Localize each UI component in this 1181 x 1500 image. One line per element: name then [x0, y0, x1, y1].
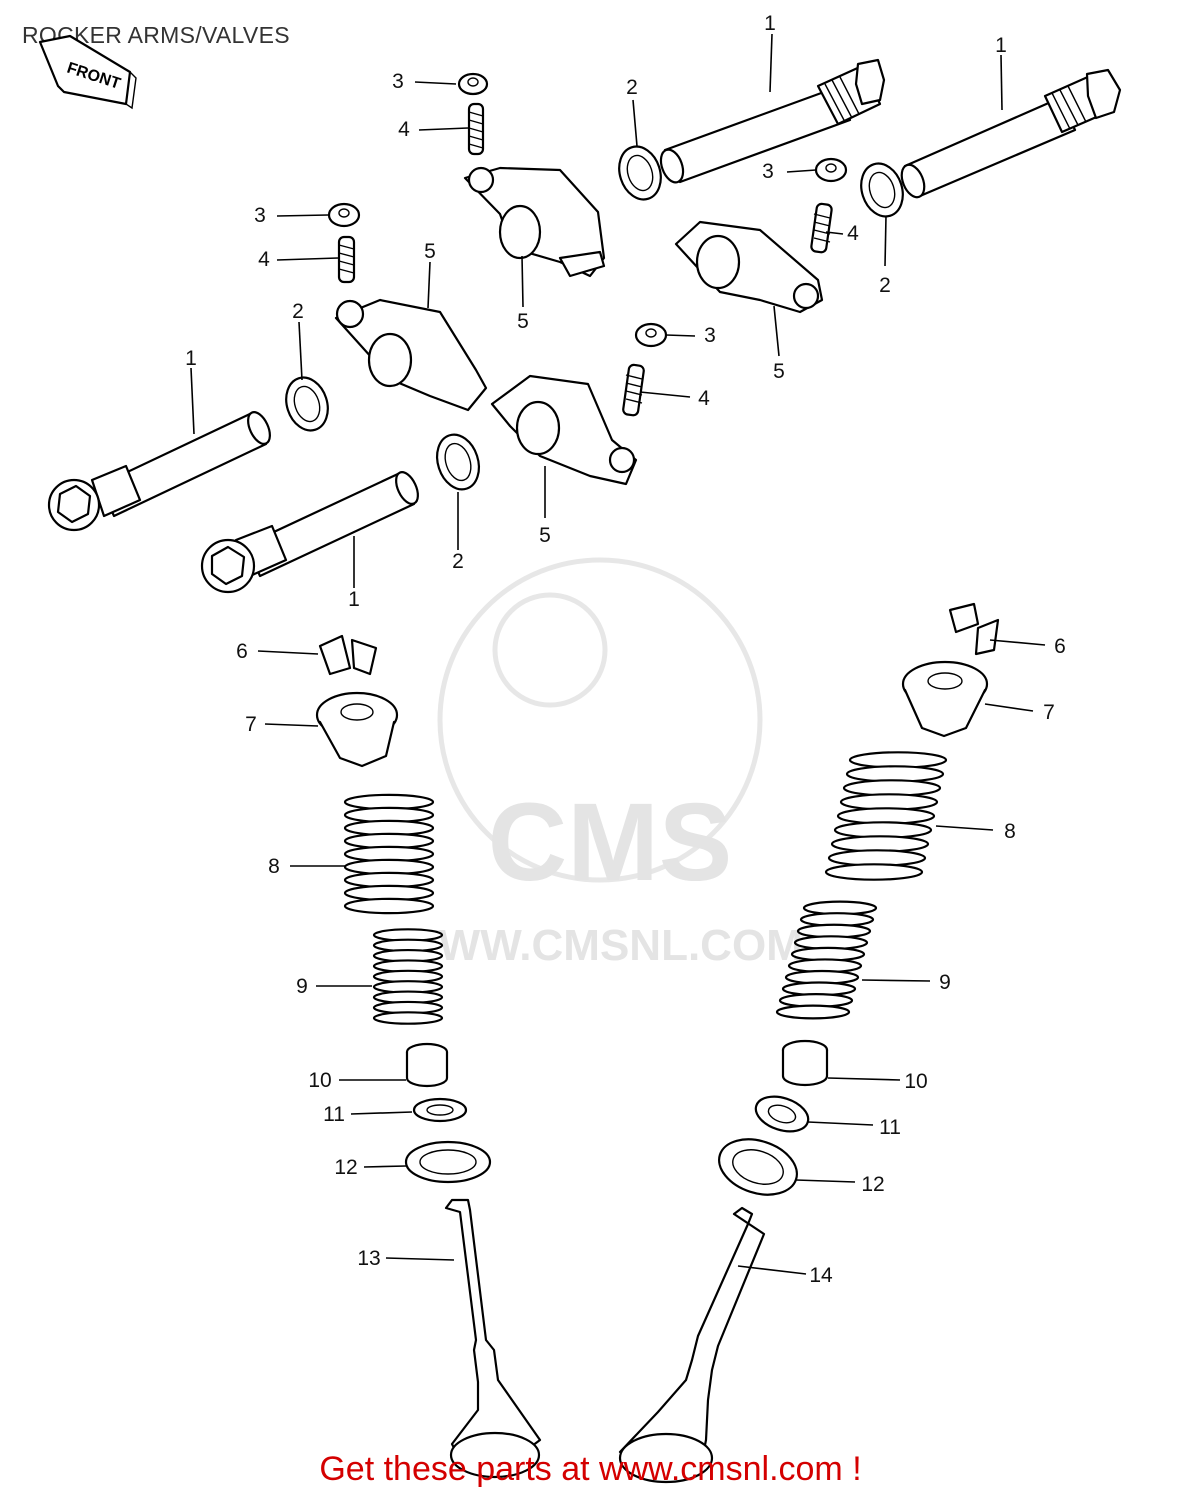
rocker-arm-5-right: [674, 220, 824, 314]
stem-seal-10-right: [781, 1039, 829, 1087]
callout-2: 2: [879, 274, 891, 297]
callout-9: 9: [296, 975, 308, 998]
adjust-screw-4-a: [467, 102, 485, 156]
callout-2: 2: [292, 300, 304, 323]
callout-10: 10: [904, 1070, 927, 1093]
washer-2-left: [285, 376, 329, 432]
callout-1: 1: [995, 34, 1007, 57]
adjust-screw-4-b: [337, 235, 356, 284]
watermark-url: WWW.CMSNL.COM: [397, 921, 803, 970]
footer-link[interactable]: Get these parts at www.cmsnl.com !: [319, 1450, 862, 1488]
callouts: 1 1 1 1 2 2 2 2 3 3 3 3 4 4 4 4 5 5 5 5 …: [185, 12, 1066, 1287]
washer-2-top: [618, 145, 662, 201]
stem-seal-10-left: [405, 1042, 449, 1088]
callout-5: 5: [424, 240, 436, 263]
nut-3-a: [457, 72, 489, 96]
callout-11: 11: [323, 1103, 345, 1126]
front-arrow-icon: FRONT: [38, 34, 137, 110]
adjust-screw-4-d: [622, 363, 645, 417]
callout-5: 5: [539, 524, 551, 547]
rocker-arm-5-middle: [490, 374, 638, 486]
callout-3: 3: [254, 204, 266, 227]
callout-4: 4: [398, 118, 410, 141]
spring-seat-12-right: [718, 1138, 798, 1196]
rocker-shaft-left-upper: [47, 411, 271, 532]
watermark-brand: CMS: [488, 781, 732, 904]
rocker-arm-5-top: [463, 166, 606, 278]
spring-seat-11-left: [412, 1097, 468, 1123]
spring-seat-12-left: [404, 1140, 492, 1184]
callout-6: 6: [1054, 635, 1066, 658]
callout-3: 3: [762, 160, 774, 183]
rocker-shaft-left-lower: [200, 471, 419, 594]
callout-14: 14: [809, 1264, 833, 1287]
callout-3: 3: [704, 324, 716, 347]
nut-3-d: [634, 322, 668, 348]
inner-spring-9-left: [372, 928, 444, 1025]
leader-lines: [190, 33, 1046, 1275]
callout-2: 2: [452, 550, 464, 573]
spring-retainer-7-left: [315, 691, 399, 768]
callout-11: 11: [879, 1116, 901, 1139]
washer-2-middle: [436, 433, 480, 491]
callout-5: 5: [517, 310, 529, 333]
inner-spring-9-right: [775, 900, 878, 1020]
callout-12: 12: [861, 1173, 884, 1196]
rocker-shaft-top-center: [659, 58, 886, 184]
callout-12: 12: [334, 1156, 357, 1179]
adjust-screw-4-c: [810, 202, 833, 254]
callout-5: 5: [773, 360, 785, 383]
intake-valve-14: [618, 1206, 766, 1484]
callout-7: 7: [245, 713, 257, 736]
callout-9: 9: [939, 971, 951, 994]
callout-6: 6: [236, 640, 248, 663]
callout-1: 1: [764, 12, 776, 35]
watermark: CMS WWW.CMSNL.COM: [397, 557, 803, 970]
callout-4: 4: [847, 222, 859, 245]
callout-8: 8: [1004, 820, 1016, 843]
spring-seat-11-right: [754, 1095, 810, 1133]
rocker-arm-5-left: [334, 298, 488, 412]
exhaust-valve-13: [444, 1198, 542, 1479]
nut-3-b: [327, 202, 361, 228]
washer-2-right: [860, 162, 904, 218]
callout-4: 4: [258, 248, 270, 271]
outer-spring-8-left: [343, 793, 435, 915]
collet-6-left: [318, 634, 378, 676]
collet-6-right: [948, 602, 1000, 656]
callout-13: 13: [357, 1247, 380, 1270]
callout-8: 8: [268, 855, 280, 878]
callout-2: 2: [626, 76, 638, 99]
spring-retainer-7-right: [901, 660, 989, 738]
outer-spring-8-right: [824, 751, 948, 881]
callout-3: 3: [392, 70, 404, 93]
nut-3-c: [814, 157, 848, 183]
callout-1: 1: [348, 588, 360, 611]
rocker-shaft-top-right: [900, 68, 1122, 199]
callout-7: 7: [1043, 701, 1055, 724]
callout-10: 10: [308, 1069, 331, 1092]
callout-1: 1: [185, 347, 197, 370]
callout-4: 4: [698, 387, 710, 410]
